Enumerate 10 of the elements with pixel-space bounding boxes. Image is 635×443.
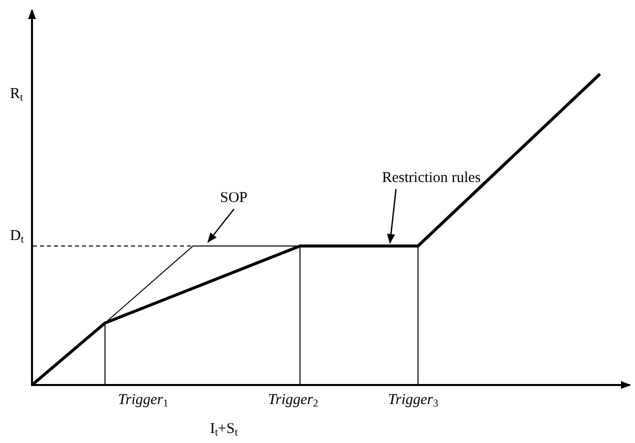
leader-line — [387, 188, 397, 244]
axis-label: D$_{t}$ — [10, 228, 24, 246]
leader-line — [207, 208, 235, 243]
annotation-text: Restriction rules — [382, 170, 481, 186]
annotation-text: SOP — [220, 190, 248, 206]
tick-label: Trigger$_{2}$ — [268, 392, 318, 410]
tick-label: Trigger$_{1}$ — [118, 392, 168, 410]
tick-label: Trigger$_{3}$ — [388, 392, 438, 410]
axis-label: I$_{t}$+S$_{t}$ — [210, 421, 238, 440]
axis-label: R$_{t}$ — [10, 86, 23, 104]
